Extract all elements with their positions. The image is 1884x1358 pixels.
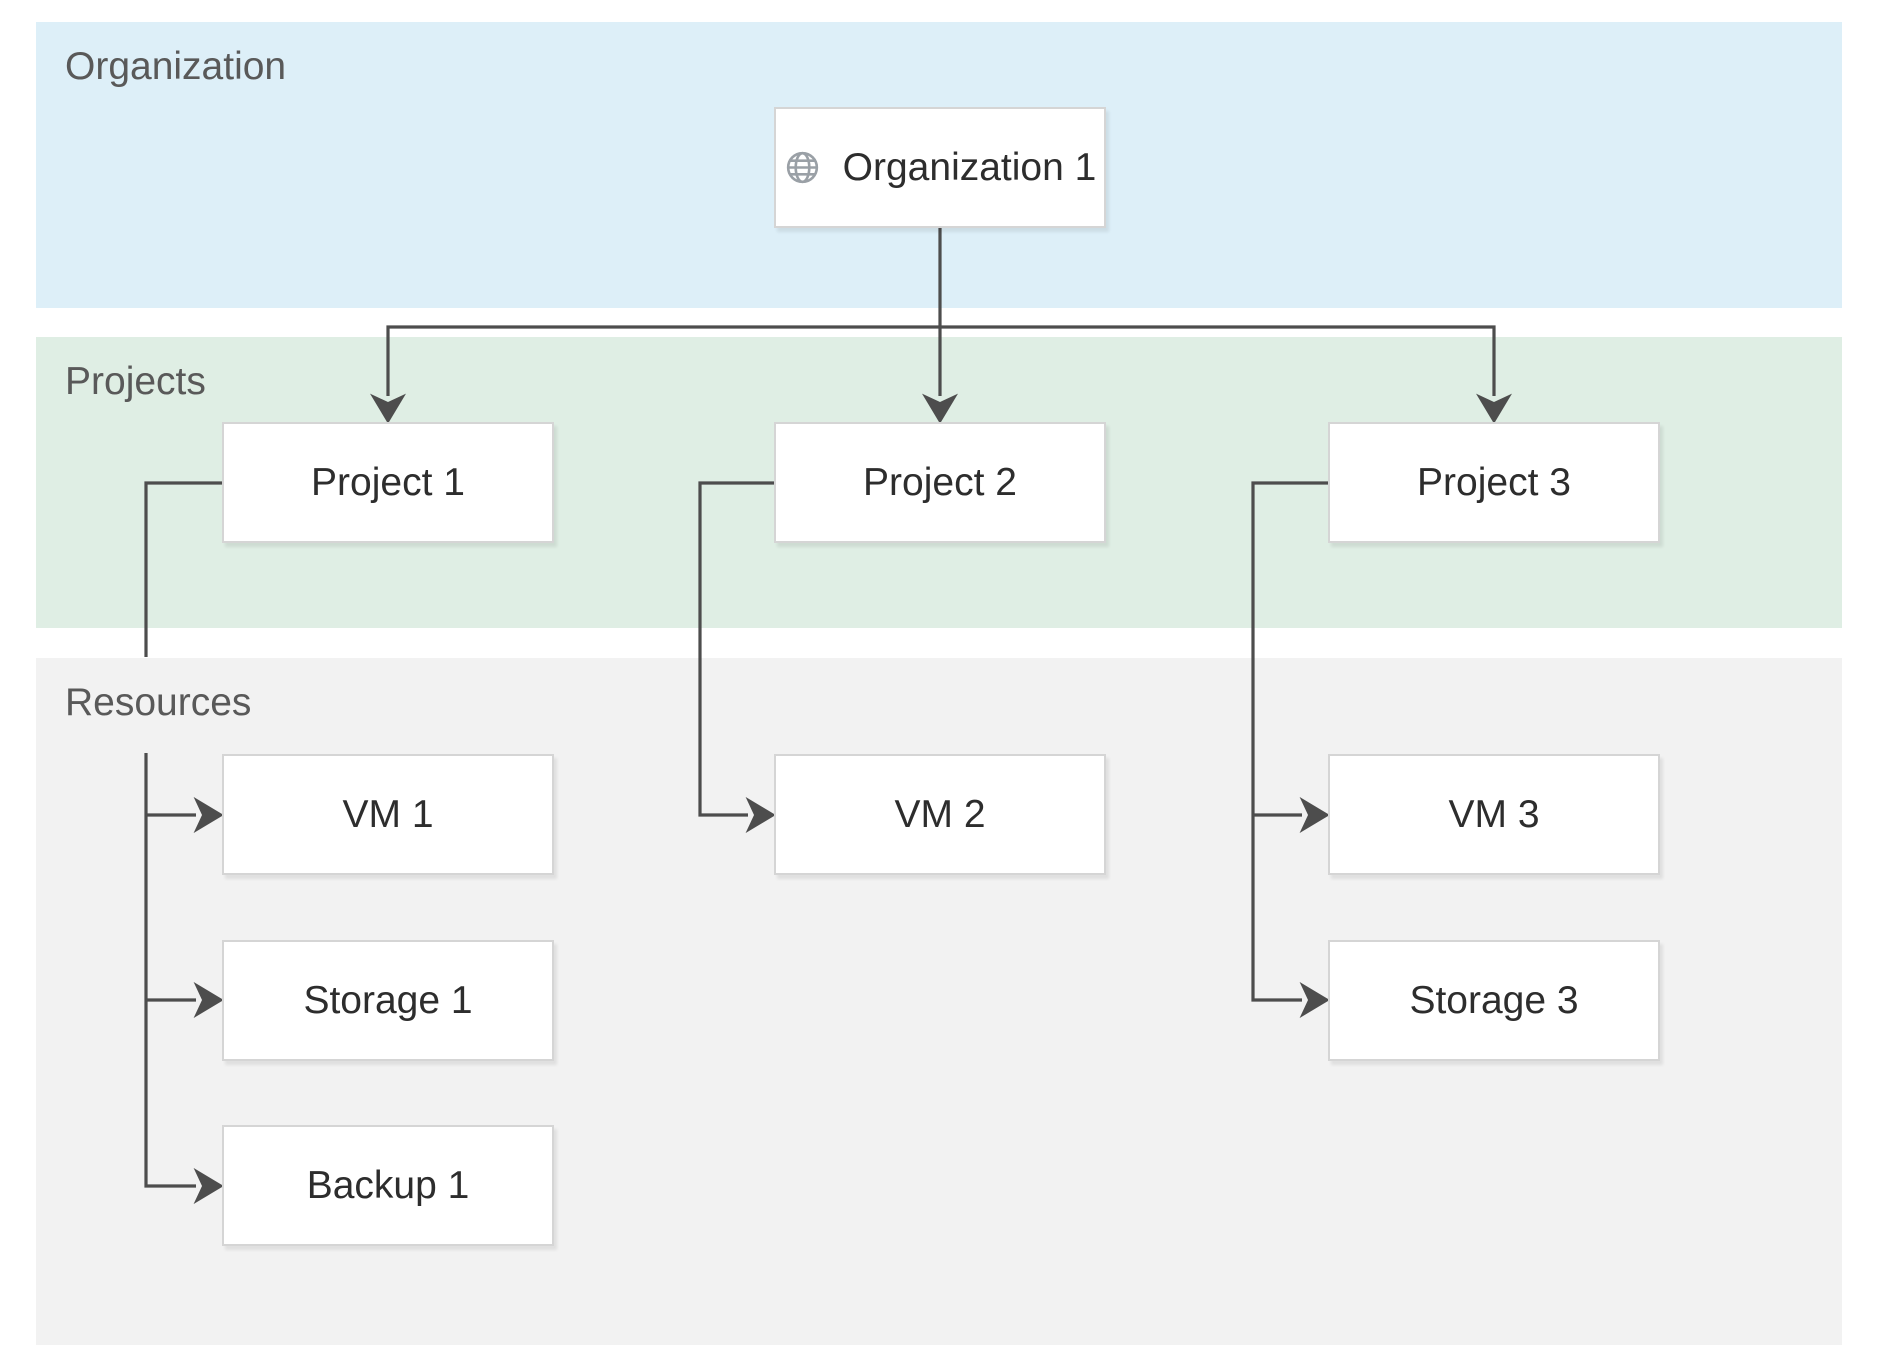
organization-band-label: Organization bbox=[36, 22, 287, 86]
node-label: Project 2 bbox=[863, 460, 1017, 504]
projects-band-label: Projects bbox=[36, 337, 206, 401]
node-label: VM 2 bbox=[894, 792, 986, 836]
node-backup-1: Backup 1 bbox=[222, 1125, 554, 1246]
node-organization-1: Organization 1 bbox=[774, 107, 1106, 228]
node-project-1: Project 1 bbox=[222, 422, 554, 543]
node-storage-1: Storage 1 bbox=[222, 940, 554, 1061]
node-label: Backup 1 bbox=[306, 1163, 470, 1207]
node-project-2: Project 2 bbox=[774, 422, 1106, 543]
globe-icon bbox=[784, 149, 821, 186]
node-label: Project 3 bbox=[1417, 460, 1571, 504]
edge-project1-trunk-upper bbox=[144, 481, 222, 657]
node-label: VM 1 bbox=[342, 792, 434, 836]
node-label: Storage 3 bbox=[1409, 978, 1579, 1022]
resources-band-label: Resources bbox=[36, 658, 298, 753]
node-project-3: Project 3 bbox=[1328, 422, 1660, 543]
node-label: Storage 1 bbox=[303, 978, 473, 1022]
node-vm-3: VM 3 bbox=[1328, 754, 1660, 875]
edge-project1-backup1 bbox=[144, 753, 224, 1205]
node-label: VM 3 bbox=[1448, 792, 1540, 836]
edge-organization1-project3 bbox=[940, 325, 1513, 424]
node-label: Organization 1 bbox=[842, 145, 1097, 189]
edge-project2-vm2 bbox=[698, 481, 776, 834]
edge-project3-storage3 bbox=[1251, 481, 1330, 1019]
node-label: Project 1 bbox=[311, 460, 465, 504]
node-vm-1: VM 1 bbox=[222, 754, 554, 875]
node-vm-2: VM 2 bbox=[774, 754, 1106, 875]
node-storage-3: Storage 3 bbox=[1328, 940, 1660, 1061]
edge-organization1-project1 bbox=[369, 325, 940, 424]
